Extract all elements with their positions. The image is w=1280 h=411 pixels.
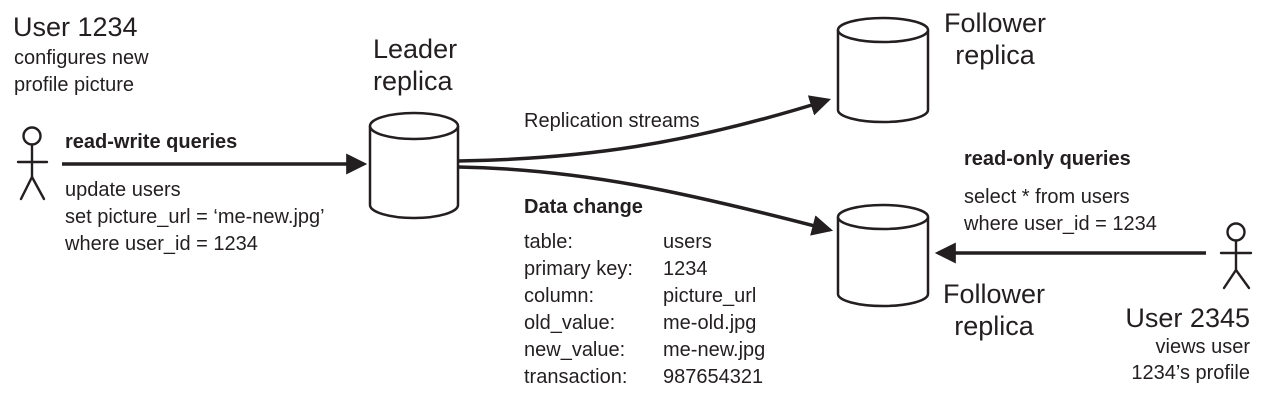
write-query-line3: where user_id = 1234 [65, 233, 258, 255]
user-2345-person-icon [1219, 222, 1253, 290]
table-row: primary key: 1234 [524, 256, 765, 283]
row-value: picture_url [663, 285, 757, 307]
read-query-line2: where user_id = 1234 [964, 213, 1157, 235]
leader-label-line1: Leader [373, 34, 458, 64]
read-query-line1: select * from users [964, 186, 1130, 208]
leader-label-line2: replica [373, 66, 453, 96]
row-value: users [663, 231, 712, 253]
row-label: primary key: [524, 258, 633, 280]
row-label: old_value: [524, 312, 616, 334]
left-user-title: User 1234 [13, 12, 138, 42]
row-label: table: [524, 231, 573, 253]
data-change-title: Data change [524, 196, 643, 218]
follower-top-label-line1: Follower [943, 8, 1047, 38]
follower-bottom-label: Follower replica [934, 278, 1054, 342]
follower-bottom-database-cylinder-icon [836, 203, 930, 308]
leader-database-cylinder-icon [368, 111, 460, 220]
table-row: column: picture_url [524, 283, 765, 310]
right-user-description-line1: views user [1155, 336, 1250, 358]
follower-top-database-cylinder-icon [836, 16, 930, 124]
read-only-queries-label: read-only queries [964, 148, 1131, 170]
left-user-description-line2: profile picture [14, 74, 135, 96]
row-label: transaction: [524, 366, 628, 388]
row-label: column: [524, 285, 595, 307]
replication-streams-label: Replication streams [524, 110, 700, 132]
user-1234-person-icon [16, 126, 49, 201]
follower-bottom-label-line2: replica [954, 311, 1034, 341]
row-label: new_value: [524, 339, 626, 361]
data-change-table: table: users primary key: 1234 column: pict… [524, 229, 765, 391]
right-user-block: User 2345 views user 1234’s profile [1125, 302, 1250, 386]
left-user-description-line1: configures new [14, 47, 149, 69]
row-value: 987654321 [663, 366, 764, 388]
table-row: new_value: me-new.jpg [524, 337, 765, 364]
replication-stream-top-arrow [457, 95, 832, 163]
right-user-title: User 2345 [1125, 303, 1250, 333]
row-value: me-new.jpg [663, 339, 766, 361]
follower-top-label-line2: replica [955, 40, 1035, 70]
write-query-line2: set picture_url = ‘me-new.jpg’ [65, 206, 325, 228]
table-row: transaction: 987654321 [524, 364, 765, 391]
table-row: table: users [524, 229, 765, 256]
follower-top-label: Follower replica [936, 7, 1054, 71]
row-value: 1234 [663, 258, 708, 280]
row-value: me-old.jpg [663, 312, 757, 334]
table-row: old_value: me-old.jpg [524, 310, 765, 337]
replication-stream-bottom-arrow [457, 165, 834, 236]
right-user-description-line2: 1234’s profile [1131, 362, 1250, 384]
follower-bottom-label-line1: Follower [942, 279, 1046, 309]
read-write-queries-label: read-write queries [65, 131, 238, 153]
write-query-line1: update users [65, 179, 181, 201]
